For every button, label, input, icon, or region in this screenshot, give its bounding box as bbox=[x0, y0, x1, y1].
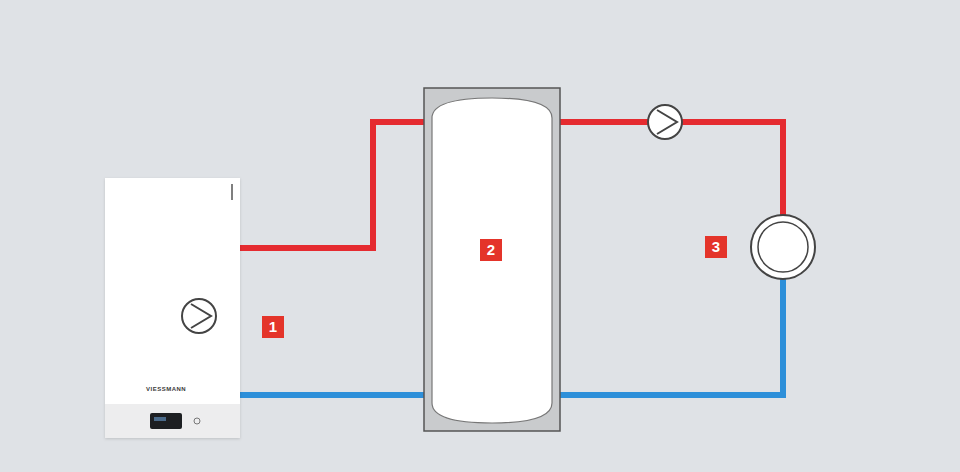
pump-symbol bbox=[648, 105, 682, 139]
boiler-button bbox=[194, 418, 200, 424]
callout-number: 3 bbox=[705, 236, 727, 258]
boiler-mark bbox=[231, 184, 233, 200]
storage-tank bbox=[424, 88, 560, 431]
boiler bbox=[105, 178, 240, 438]
tank-vessel bbox=[432, 98, 552, 423]
boiler-panel bbox=[105, 404, 240, 438]
callout-number: 1 bbox=[262, 316, 284, 338]
tank-jacket bbox=[424, 88, 560, 431]
return-pipe bbox=[238, 392, 426, 398]
pump-symbol bbox=[657, 110, 677, 134]
boiler-display bbox=[154, 417, 166, 421]
flow-pipe bbox=[238, 122, 426, 248]
consumer-symbol bbox=[751, 215, 815, 279]
return-pipe bbox=[558, 277, 783, 395]
callout-number: 2 bbox=[480, 239, 502, 261]
pump-symbol bbox=[182, 299, 216, 333]
brand-logo: VIESSMANN bbox=[146, 386, 186, 392]
pump-symbol bbox=[191, 304, 211, 328]
consumer-symbol bbox=[758, 222, 808, 272]
boiler-display bbox=[150, 413, 182, 429]
boiler-casing bbox=[105, 178, 240, 438]
